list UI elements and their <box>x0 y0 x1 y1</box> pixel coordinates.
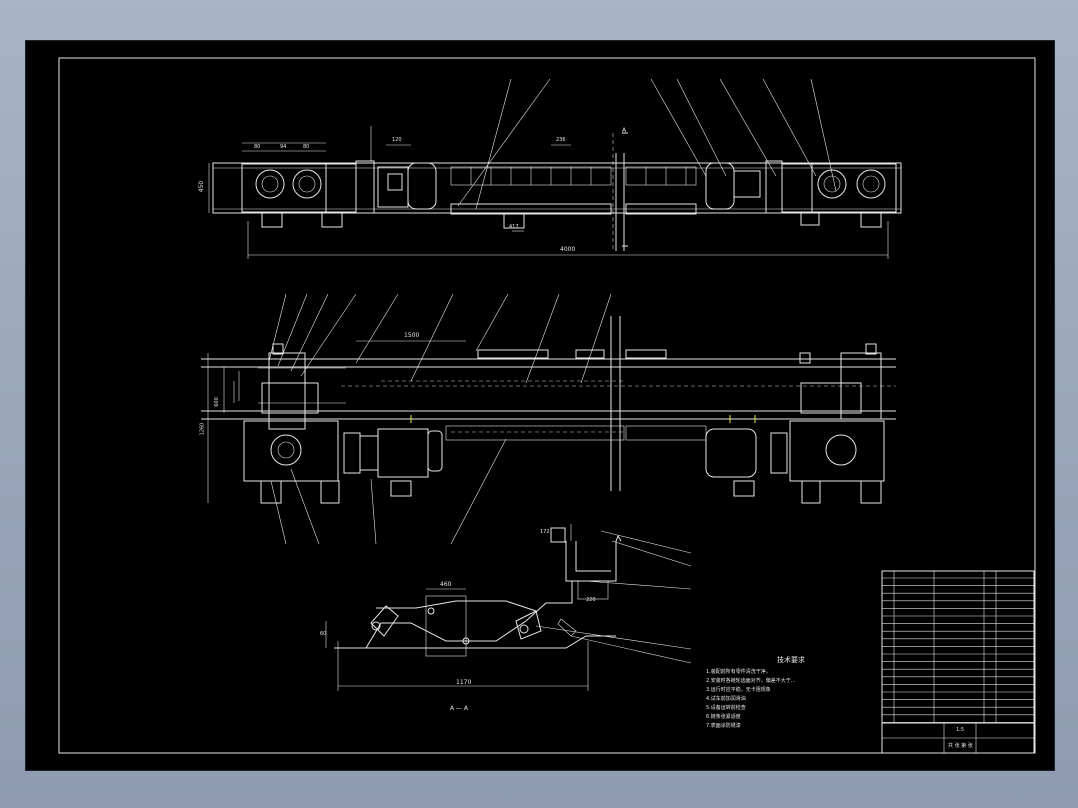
dim-bot-w2: 1170 <box>456 679 472 686</box>
tech-line: 1.装配前所有零件清洗干净， <box>706 669 771 675</box>
tech-line: 7.表面涂防锈漆 <box>706 723 741 729</box>
tech-title: 技术要求 <box>777 656 805 664</box>
dim-top-d: 120 <box>392 137 402 143</box>
parts-table <box>881 570 1035 754</box>
section-label: A — A <box>450 705 469 712</box>
dim-mid-h1: 600 <box>213 397 220 407</box>
drawing-sheet: 4000 450 80 94 80 120 236 417 1500 600 1… <box>25 40 1055 771</box>
section-view <box>325 524 692 691</box>
title-scale: 1:5 <box>956 727 965 733</box>
tech-line: 4.试车前加润滑油 <box>706 696 746 702</box>
dim-top-f: 417 <box>509 224 519 230</box>
tech-line: 2.安装时各链轮齿面对齐，偏差不大于... <box>706 678 796 684</box>
dim-bot-h1: 172 <box>540 529 550 535</box>
plan-view <box>201 293 896 545</box>
dim-top-total: 4000 <box>560 246 576 253</box>
section-mark: A <box>622 127 627 134</box>
dim-bot-w3: 220 <box>586 597 596 603</box>
title-sheet: 共 张 第 张 <box>948 743 973 749</box>
tech-line: 5.设备运转前检查 <box>706 705 746 711</box>
dim-bot-h2: 60 <box>320 631 327 637</box>
tech-lines: 1.装配前所有零件清洗干净， 2.安装时各链轮齿面对齐，偏差不大于... 3.运行时… <box>706 668 876 731</box>
cad-drawing <box>58 57 1036 754</box>
top-view <box>208 78 902 259</box>
dim-top-a: 80 <box>254 144 261 150</box>
tech-requirements: 技术要求 1.装配前所有零件清洗干净， 2.安装时各链轮齿面对齐，偏差不大于...… <box>706 655 876 731</box>
dim-top-e: 236 <box>556 137 566 143</box>
tech-line: 3.运行时应平稳，无卡阻现象 <box>706 687 771 693</box>
dim-top-b: 94 <box>280 144 287 150</box>
dim-top-height: 450 <box>198 180 206 193</box>
dim-bot-w1: 460 <box>440 581 452 588</box>
dim-top-c: 80 <box>303 144 310 150</box>
tech-line: 6.链条张紧适度 <box>706 714 741 720</box>
dim-mid-len: 1500 <box>404 332 420 339</box>
dim-mid-h2: 1260 <box>199 422 206 436</box>
inner-frame <box>58 57 1036 754</box>
